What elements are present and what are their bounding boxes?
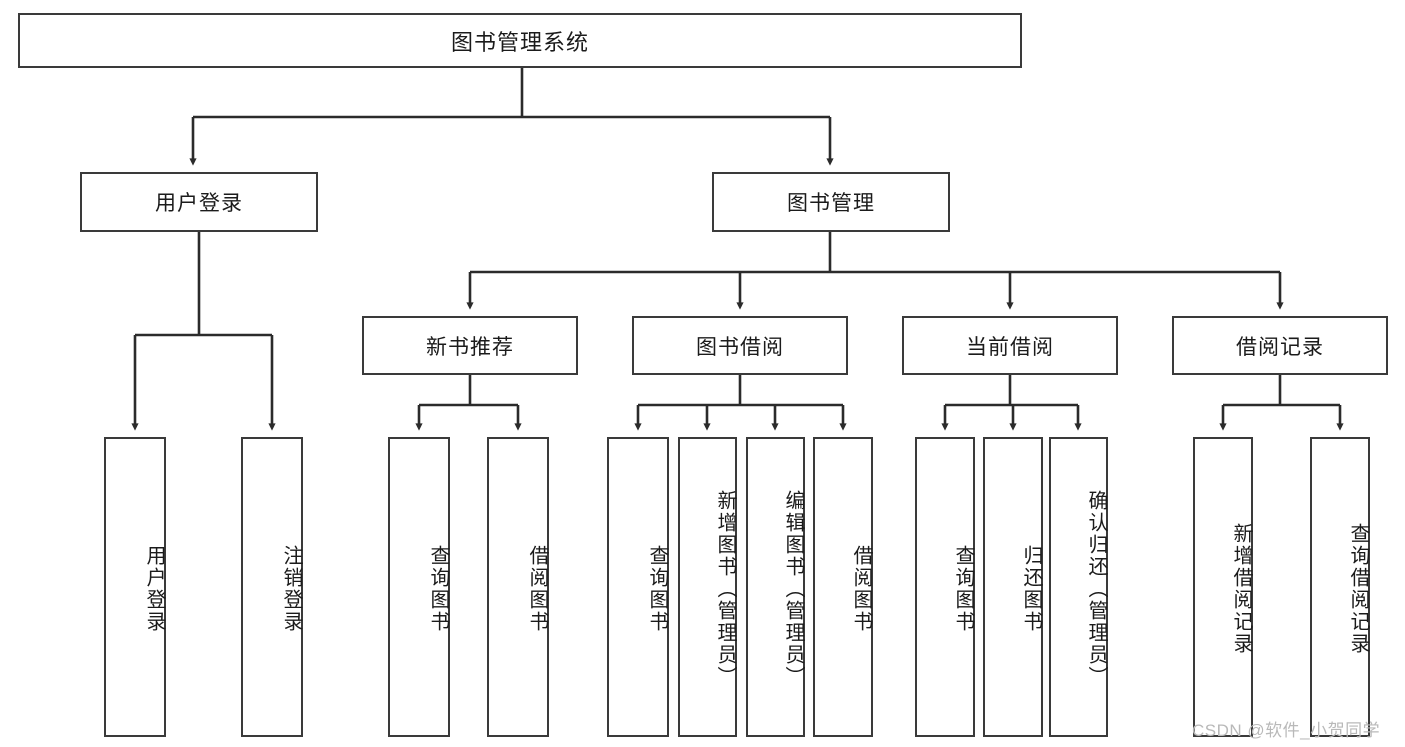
node-leaf-add-book-admin[interactable]: 新增图书（管理员） (678, 437, 737, 737)
node-leaf-query-book-3[interactable]: 查询图书 (915, 437, 975, 737)
node-leaf-edit-book-admin-label: 编辑图书（管理员） (782, 490, 804, 688)
node-book-borrow-label: 图书借阅 (696, 335, 784, 359)
node-book-manage-label: 图书管理 (787, 192, 875, 215)
node-current-borrow[interactable]: 当前借阅 (902, 316, 1118, 375)
node-current-borrow-label: 当前借阅 (966, 335, 1054, 359)
node-user-login-label: 用户登录 (155, 192, 243, 215)
node-leaf-query-borrow-record-label: 查询借阅记录 (1347, 523, 1369, 655)
node-leaf-borrow-book-1-label: 借阅图书 (526, 545, 548, 633)
node-borrow-record-label: 借阅记录 (1236, 335, 1324, 359)
node-leaf-user-login[interactable]: 用户登录 (104, 437, 166, 737)
node-book-borrow[interactable]: 图书借阅 (632, 316, 848, 375)
node-leaf-user-login-label: 用户登录 (143, 545, 165, 633)
node-book-manage[interactable]: 图书管理 (712, 172, 950, 232)
node-leaf-confirm-return-admin-label: 确认归还（管理员） (1085, 490, 1107, 688)
node-leaf-user-logout-label: 注销登录 (280, 545, 302, 633)
node-borrow-record[interactable]: 借阅记录 (1172, 316, 1388, 375)
node-root[interactable]: 图书管理系统 (18, 13, 1022, 68)
node-leaf-return-book[interactable]: 归还图书 (983, 437, 1043, 737)
node-root-label: 图书管理系统 (450, 29, 589, 55)
node-leaf-query-book-2-label: 查询图书 (646, 545, 668, 633)
node-leaf-user-logout[interactable]: 注销登录 (241, 437, 303, 737)
node-leaf-query-book-2[interactable]: 查询图书 (607, 437, 669, 737)
node-new-book-recommend-label: 新书推荐 (426, 335, 514, 359)
node-leaf-query-book-1-label: 查询图书 (427, 545, 449, 633)
node-leaf-confirm-return-admin[interactable]: 确认归还（管理员） (1049, 437, 1108, 737)
node-user-login[interactable]: 用户登录 (80, 172, 318, 232)
node-leaf-query-borrow-record[interactable]: 查询借阅记录 (1310, 437, 1370, 737)
node-leaf-query-book-1[interactable]: 查询图书 (388, 437, 450, 737)
node-leaf-borrow-book-2[interactable]: 借阅图书 (813, 437, 873, 737)
node-leaf-add-borrow-record-label: 新增借阅记录 (1230, 523, 1252, 655)
node-leaf-add-book-admin-label: 新增图书（管理员） (714, 490, 736, 688)
node-new-book-recommend[interactable]: 新书推荐 (362, 316, 578, 375)
node-leaf-edit-book-admin[interactable]: 编辑图书（管理员） (746, 437, 805, 737)
csdn-watermark: CSDN @软件_小贺同学 (1192, 721, 1381, 740)
node-leaf-return-book-label: 归还图书 (1020, 545, 1042, 633)
node-leaf-query-book-3-label: 查询图书 (952, 545, 974, 633)
node-leaf-borrow-book-2-label: 借阅图书 (850, 545, 872, 633)
node-leaf-borrow-book-1[interactable]: 借阅图书 (487, 437, 549, 737)
node-leaf-add-borrow-record[interactable]: 新增借阅记录 (1193, 437, 1253, 737)
